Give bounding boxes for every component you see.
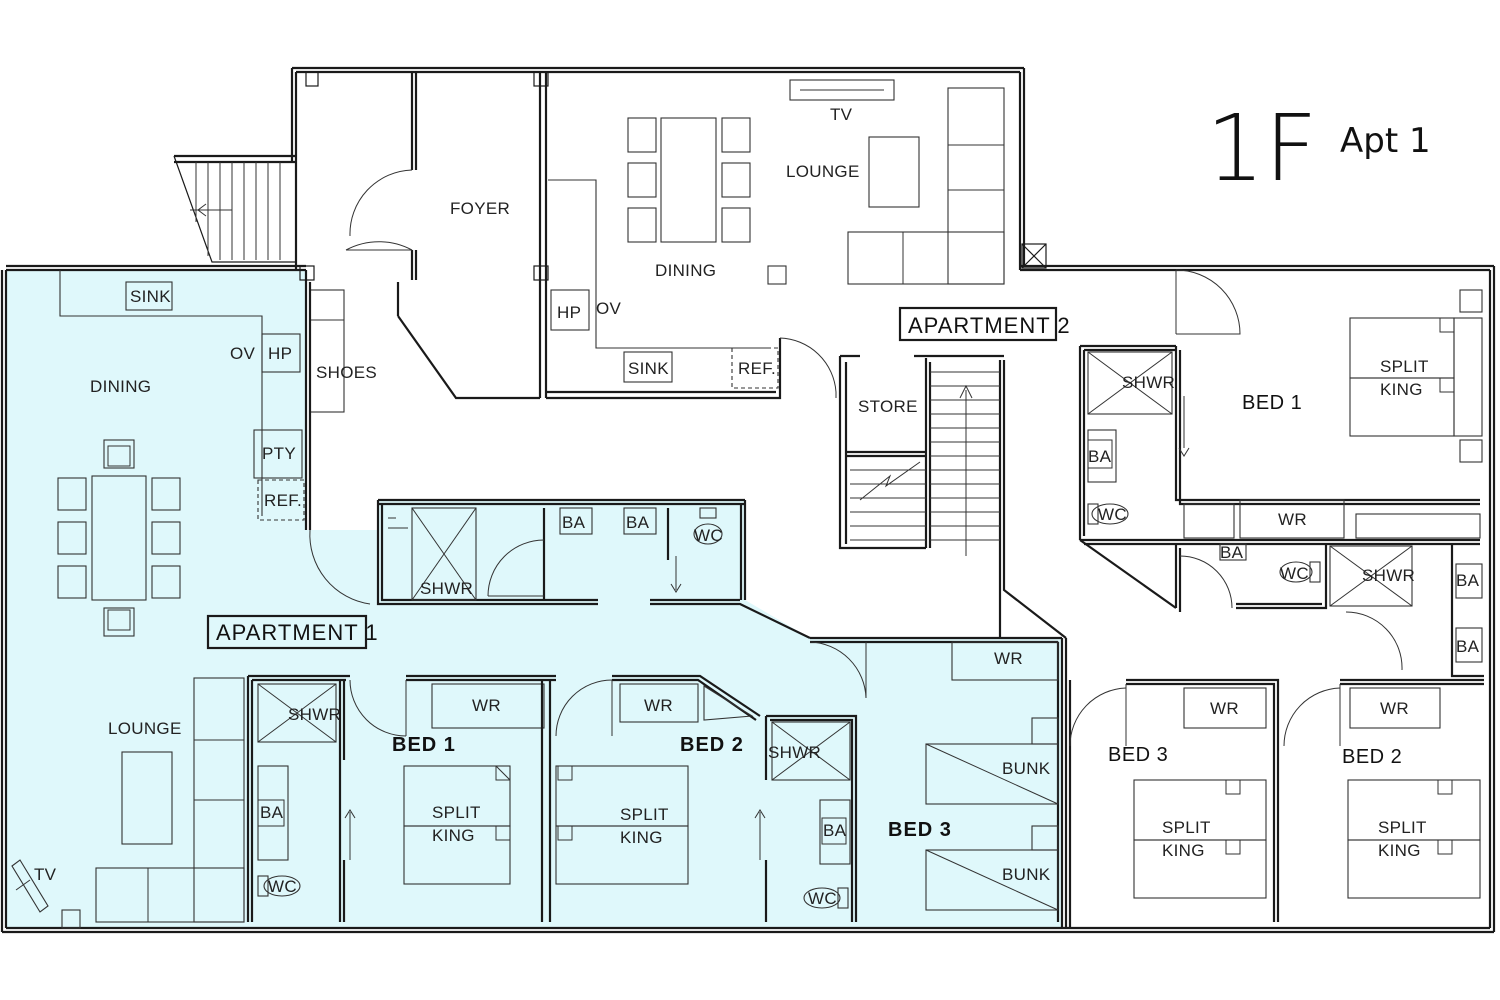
apt1-bed1-split-label: SPLIT	[432, 803, 481, 822]
apt2-bath: BA WC SHWR BA BA	[1079, 538, 1484, 678]
apt2-bed1: SHWR BA WC BED 1 SPLIT KING WR	[1078, 269, 1483, 540]
apt2-bed2-king-label: KING	[1378, 841, 1421, 860]
apt1-bed2-ba-label: BA	[823, 821, 847, 840]
apartment-1-tag-box	[206, 614, 368, 650]
apt1-ref-label: REF.	[264, 491, 302, 510]
apt2-bed1-ba-label: BA	[1088, 447, 1112, 466]
apartment-2-label: APARTMENT 2	[908, 313, 1071, 338]
apt2-bath-shwr-label: SHWR	[1362, 566, 1415, 585]
apt2-bed1-shwr-label: SHWR	[1122, 373, 1175, 392]
apt2-bed1-split-label: SPLIT	[1380, 357, 1429, 376]
apt1-tv-label: TV	[34, 865, 57, 884]
foyer-label: FOYER	[450, 199, 510, 218]
outer-walls	[0, 66, 1496, 934]
apt1-dining-label: DINING	[90, 377, 151, 396]
apt1-shoes-label: SHOES	[316, 363, 377, 382]
apt1-bed1: SHWR BA WC WR BED 1 SPLIT KING	[246, 674, 556, 922]
apt1-bed1-king-label: KING	[432, 826, 475, 845]
apt1-hp-label: HP	[268, 344, 292, 363]
apt2-bed3: WR BED 3 SPLIT KING	[1064, 638, 1280, 928]
apt1-bed2-split-label: SPLIT	[620, 805, 669, 824]
top-ov-label: OV	[596, 299, 622, 318]
apt2-bed1-king-label: KING	[1380, 380, 1423, 399]
apt1-bed1-wc-label: WC	[268, 877, 297, 896]
apt2-bath-ba3-label: BA	[1456, 637, 1480, 656]
apt1-bed3-bunk1-label: BUNK	[1002, 759, 1051, 778]
apt1-bed1-shwr-label: SHWR	[288, 705, 341, 724]
apt1-center-wc-label: WC	[694, 526, 723, 545]
apt1-bed2-name: BED 2	[680, 734, 744, 756]
apt1-central-bath: SHWR BA BA WC	[376, 498, 811, 639]
apt2-bath-wc-label: WC	[1280, 564, 1309, 583]
apt2-bed3-king-label: KING	[1162, 841, 1205, 860]
apt1-bed3: WR BED 3 BUNK BUNK	[809, 636, 1064, 928]
top-ref-label: REF.	[738, 359, 776, 378]
apt2-bed2-wr-label: WR	[1380, 699, 1409, 718]
apt1-ov-label: OV	[230, 344, 256, 363]
apt2-bed1-wc-label: WC	[1098, 505, 1127, 524]
top-lounge-label: LOUNGE	[786, 162, 860, 181]
apt1-bed2-wr-label: WR	[644, 696, 673, 715]
apt1-sink-label: SINK	[130, 287, 171, 306]
apt1-bed1-ba-label: BA	[260, 803, 284, 822]
foyer: FOYER	[345, 72, 548, 400]
unit-subtitle: Apt 1	[1340, 121, 1431, 161]
apt1-bed2-shwr-label: SHWR	[768, 743, 821, 762]
floor-title: 1F	[1206, 95, 1317, 202]
external-stairs	[173, 154, 296, 263]
apt1-bed1-wr-label: WR	[472, 696, 501, 715]
apt2-bed3-name: BED 3	[1108, 744, 1168, 766]
apt2-bed2-name: BED 2	[1342, 746, 1402, 768]
top-dining-label: DINING	[655, 261, 716, 280]
apt2-bath-ba2-label: BA	[1456, 571, 1480, 590]
apt2-bed3-wr-label: WR	[1210, 699, 1239, 718]
apt1-bed2: WR BED 2 SPLIT KING SHWR BA WC	[555, 674, 858, 922]
apt2-bed3-split-label: SPLIT	[1162, 818, 1211, 837]
apt1-center-ba1-label: BA	[562, 513, 586, 532]
apt2-bed1-wr-label: WR	[1278, 510, 1307, 529]
apt1-bed3-name: BED 3	[888, 819, 952, 841]
apt1-bed1-name: BED 1	[392, 734, 456, 756]
apt1-bed3-bunk2-label: BUNK	[1002, 865, 1051, 884]
apt2-bed2: WR BED 2 SPLIT KING	[1283, 678, 1484, 899]
apt2-bed2-split-label: SPLIT	[1378, 818, 1427, 837]
top-dining-lounge: DINING TV LOUNGE HP OV SINK REF.	[546, 79, 1005, 400]
apt1-center-shwr-label: SHWR	[420, 579, 473, 598]
store-label: STORE	[858, 397, 918, 416]
apt1-living: SINK HP OV PTY REF. SHOES DINING LOUNGE …	[11, 270, 377, 929]
apt1-bed3-wr-label: WR	[994, 649, 1023, 668]
apartment-1-label: APARTMENT 1	[216, 620, 379, 645]
top-hp-label: HP	[557, 303, 581, 322]
apt1-bed2-king-label: KING	[620, 828, 663, 847]
apt1-pty-label: PTY	[262, 444, 296, 463]
apt1-bed2-wc-label: WC	[808, 889, 837, 908]
apt1-lounge-label: LOUNGE	[108, 719, 182, 738]
apt1-center-ba2-label: BA	[626, 513, 650, 532]
top-tv-label: TV	[830, 105, 853, 124]
store-and-stairs: STORE APARTMENT 2	[838, 306, 1071, 639]
apt2-bath-ba1-label: BA	[1220, 543, 1244, 562]
apt2-bed1-name: BED 1	[1242, 392, 1302, 414]
top-sink-label: SINK	[628, 359, 669, 378]
